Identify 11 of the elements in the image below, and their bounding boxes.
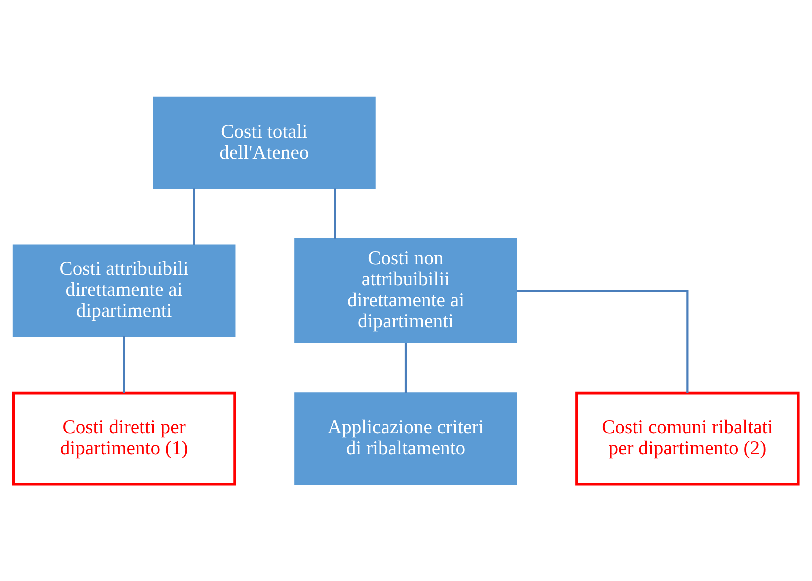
node-box: Costi comuni ribaltati per dipartimento (2) [576,391,800,486]
node-box: Costi totali dell'Ateneo [153,96,376,189]
connector [404,342,408,393]
connector [516,289,689,393]
node-box: Costi diretti per dipartimento (1) [12,391,236,486]
connector [123,336,126,393]
node-box: Costi attribuibili direttamente ai dipartimenti [12,244,236,337]
node-box: Applicazione criteri di ribaltamento [294,392,518,485]
connector [334,188,336,239]
connector [193,188,196,245]
node-box: Costi non attribuibilii direttamente ai dipartimenti [294,238,518,344]
